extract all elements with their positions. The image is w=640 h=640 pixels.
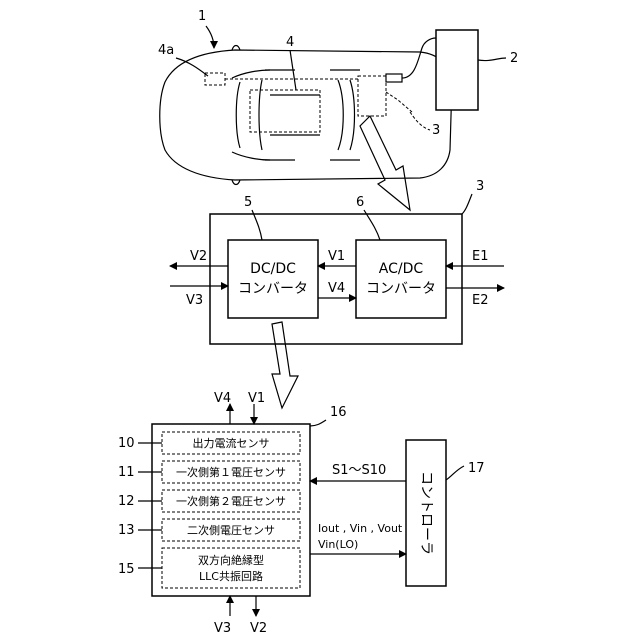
signal-e1: E1 (472, 249, 489, 264)
leader-2 (478, 58, 506, 61)
module-10-label: 出力電流センサ (193, 436, 270, 450)
ref-10: 10 (118, 436, 135, 451)
ref-13: 13 (118, 523, 135, 538)
leader-3 (462, 194, 472, 214)
signal-e2: E2 (472, 293, 489, 308)
signal-measure-1: Iout , Vin , Vout (318, 522, 403, 535)
module-15-label-2: LLC共振回路 (199, 569, 263, 583)
ref-17: 17 (468, 461, 485, 476)
leader-17 (446, 466, 464, 480)
signal-v1: V1 (328, 249, 345, 264)
signal-v4: V4 (328, 281, 345, 296)
ref-3: 3 (476, 179, 484, 194)
ref-2: 2 (510, 51, 518, 66)
module-12-label: 一次側第２電圧センサ (176, 494, 286, 508)
signal-bot-v3: V3 (214, 621, 231, 636)
charging-station (436, 30, 478, 110)
ref-15: 15 (118, 562, 135, 577)
ref-12: 12 (118, 494, 135, 509)
acdc-converter (356, 240, 446, 318)
signal-measure-2: Vin(LO) (318, 538, 358, 551)
signal-s-range: S1～S10 (332, 463, 386, 478)
expand-arrow-1 (360, 116, 410, 210)
acdc-label-2: コンバータ (366, 281, 436, 297)
module-13-label: 二次側電圧センサ (187, 523, 275, 537)
signal-bot-v2: V2 (250, 621, 267, 636)
module-11-label: 一次側第１電圧センサ (176, 465, 286, 479)
ref-5: 5 (244, 195, 252, 210)
dcdc-label-2: コンバータ (238, 281, 308, 297)
ref-4: 4 (286, 35, 294, 50)
dcdc-converter (228, 240, 318, 318)
ref-1: 1 (198, 9, 206, 24)
controller-label: コントローラ (418, 471, 434, 555)
leader-16 (310, 420, 326, 426)
leader-1 (206, 26, 214, 48)
signal-v3: V3 (186, 293, 203, 308)
signal-top-v1: V1 (248, 391, 265, 406)
acdc-label-1: AC/DC (379, 261, 424, 277)
ref-6: 6 (356, 195, 364, 210)
ref-16: 16 (330, 405, 347, 420)
leader-3-top (410, 112, 430, 130)
ref-11: 11 (118, 465, 135, 480)
signal-v2: V2 (190, 249, 207, 264)
ref-4a: 4a (158, 43, 174, 58)
vehicle (160, 38, 452, 185)
module-15-label-1: 双方向絶縁型 (198, 553, 264, 567)
leader-4a (176, 58, 208, 76)
ref-3-top: 3 (432, 123, 440, 138)
signal-top-v4: V4 (214, 391, 231, 406)
dcdc-label-1: DC/DC (250, 261, 296, 277)
